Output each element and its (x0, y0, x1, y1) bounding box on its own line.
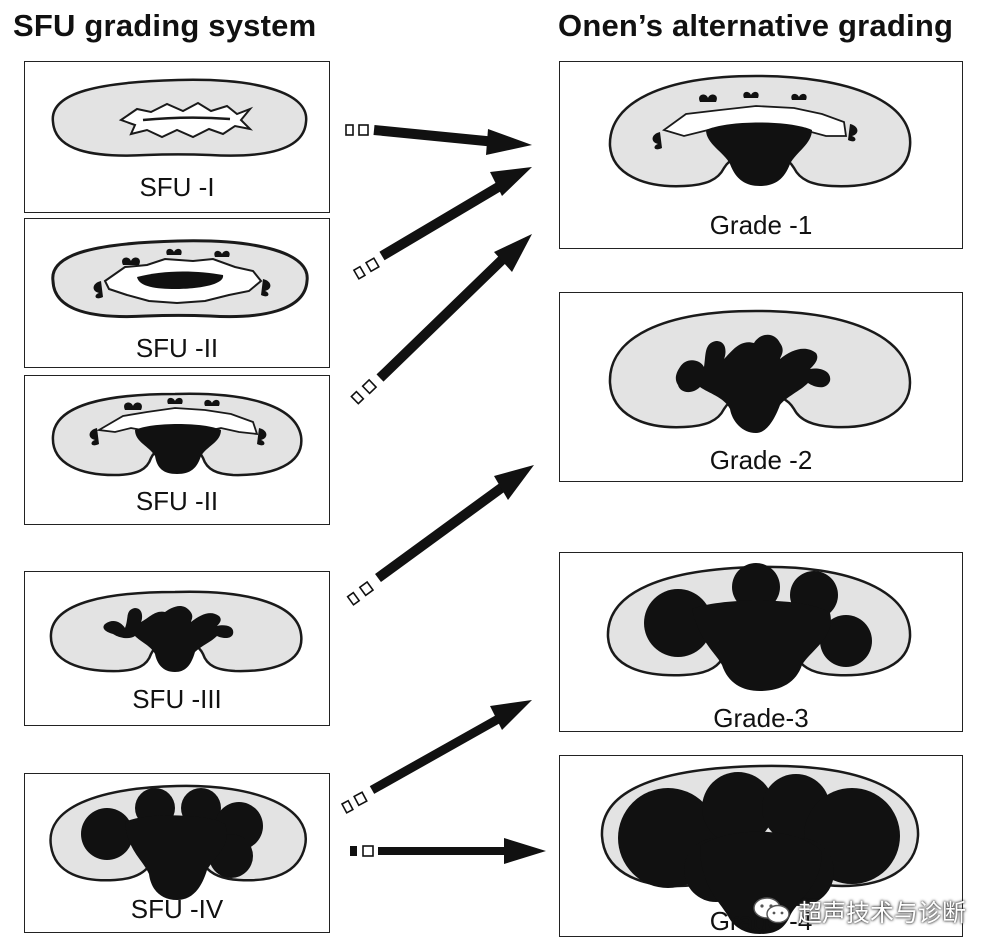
kidney-sfu-2b-illustration (51, 392, 303, 477)
arrow-5-head (490, 700, 532, 730)
sfu-3-label: SFU -III (132, 684, 222, 714)
sfu-panel-3: SFU -II (24, 375, 330, 525)
arrow-sfu2b-to-grade1 (376, 252, 510, 382)
sfu-panel-4: SFU -III (24, 571, 330, 726)
kidney-grade-1-illustration (608, 74, 912, 188)
arrow-1-head (486, 129, 532, 155)
onen-heading: Onen’s alternative grading (558, 8, 954, 43)
arrow-1-tail-box-b (358, 124, 369, 136)
sfu-heading: SFU grading system (13, 8, 317, 43)
watermark: 超声技术与诊断 (752, 893, 966, 928)
arrow-6-tail-box-a (350, 846, 357, 856)
kidney-sfu-3-illustration (49, 590, 303, 673)
arrow-4-tail-boxes (346, 580, 375, 606)
arrow-2-head (490, 167, 532, 196)
sfu-panel-1: SFU -I (24, 61, 330, 213)
arrow-sfu2a-to-grade1 (379, 181, 503, 261)
arrow-2-tail-boxes (352, 257, 380, 280)
kidney-sfu-4-illustration (49, 784, 307, 900)
arrow-5-tail-boxes (340, 791, 368, 814)
arrow-sfu3-to-grade2 (375, 481, 507, 583)
kidney-sfu-1-illustration (51, 78, 308, 157)
sfu-2b-label: SFU -II (135, 486, 219, 516)
arrow-1-tail-box-a (345, 124, 354, 136)
sfu-panel-5: SFU -IV (24, 773, 330, 933)
grade-3-label: Grade-3 (713, 703, 809, 733)
arrow-sfu4-to-grade3 (369, 714, 503, 794)
arrow-sfu1-to-grade1 (373, 125, 497, 147)
arrow-6-head (504, 838, 546, 864)
arrow-3-head (494, 234, 532, 272)
sfu-4-label: SFU -IV (130, 894, 224, 924)
kidney-grade-2-illustration (608, 309, 912, 433)
arrow-6-tail-box-b (362, 845, 374, 857)
grade-2-label: Grade -2 (709, 445, 813, 475)
sfu-panel-2: SFU -II (24, 218, 330, 368)
wechat-icon (753, 896, 790, 923)
sfu-2a-label: SFU -II (135, 333, 219, 363)
grade-1-label: Grade -1 (709, 210, 813, 240)
sfu-1-label: SFU -I (139, 172, 215, 202)
watermark-text: 超声技术与诊断 (798, 899, 966, 927)
onen-panel-1: Grade -1 (559, 61, 963, 249)
kidney-grade-3-illustration (606, 563, 912, 691)
onen-panel-3: Grade-3 (559, 552, 963, 733)
arrow-3-tail-boxes (350, 378, 378, 405)
kidney-sfu-2a-illustration (51, 239, 309, 319)
kidney-grade-4-illustration (600, 764, 920, 934)
arrow-4-head (494, 465, 534, 500)
onen-panel-2: Grade -2 (559, 292, 963, 482)
